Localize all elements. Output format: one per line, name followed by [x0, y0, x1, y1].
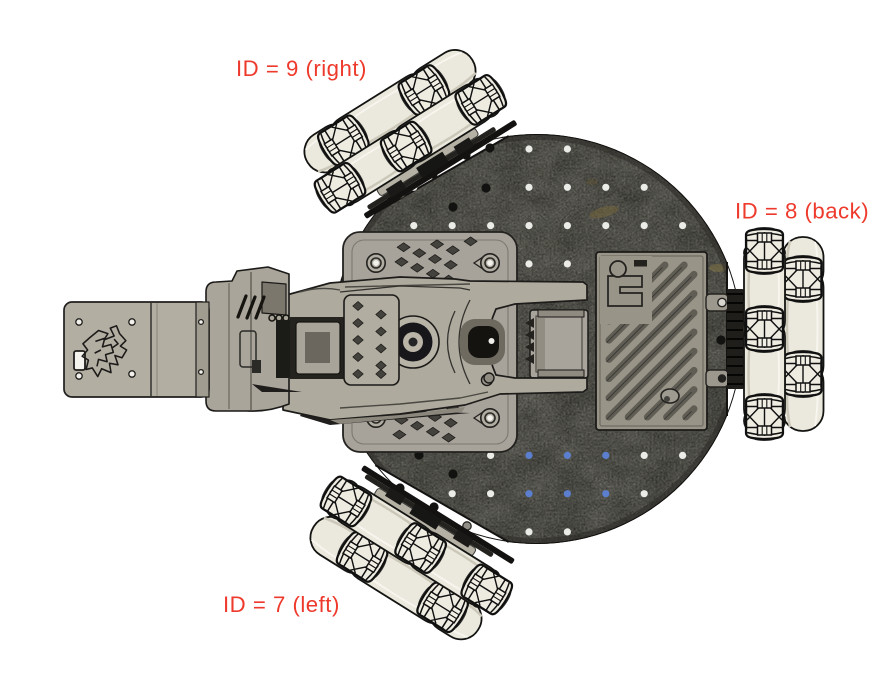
- svg-text:ID = 7 (left): ID = 7 (left): [223, 592, 340, 617]
- svg-text:ID = 8 (back): ID = 8 (back): [735, 199, 869, 224]
- svg-text:ID = 9 (right): ID = 9 (right): [236, 56, 367, 81]
